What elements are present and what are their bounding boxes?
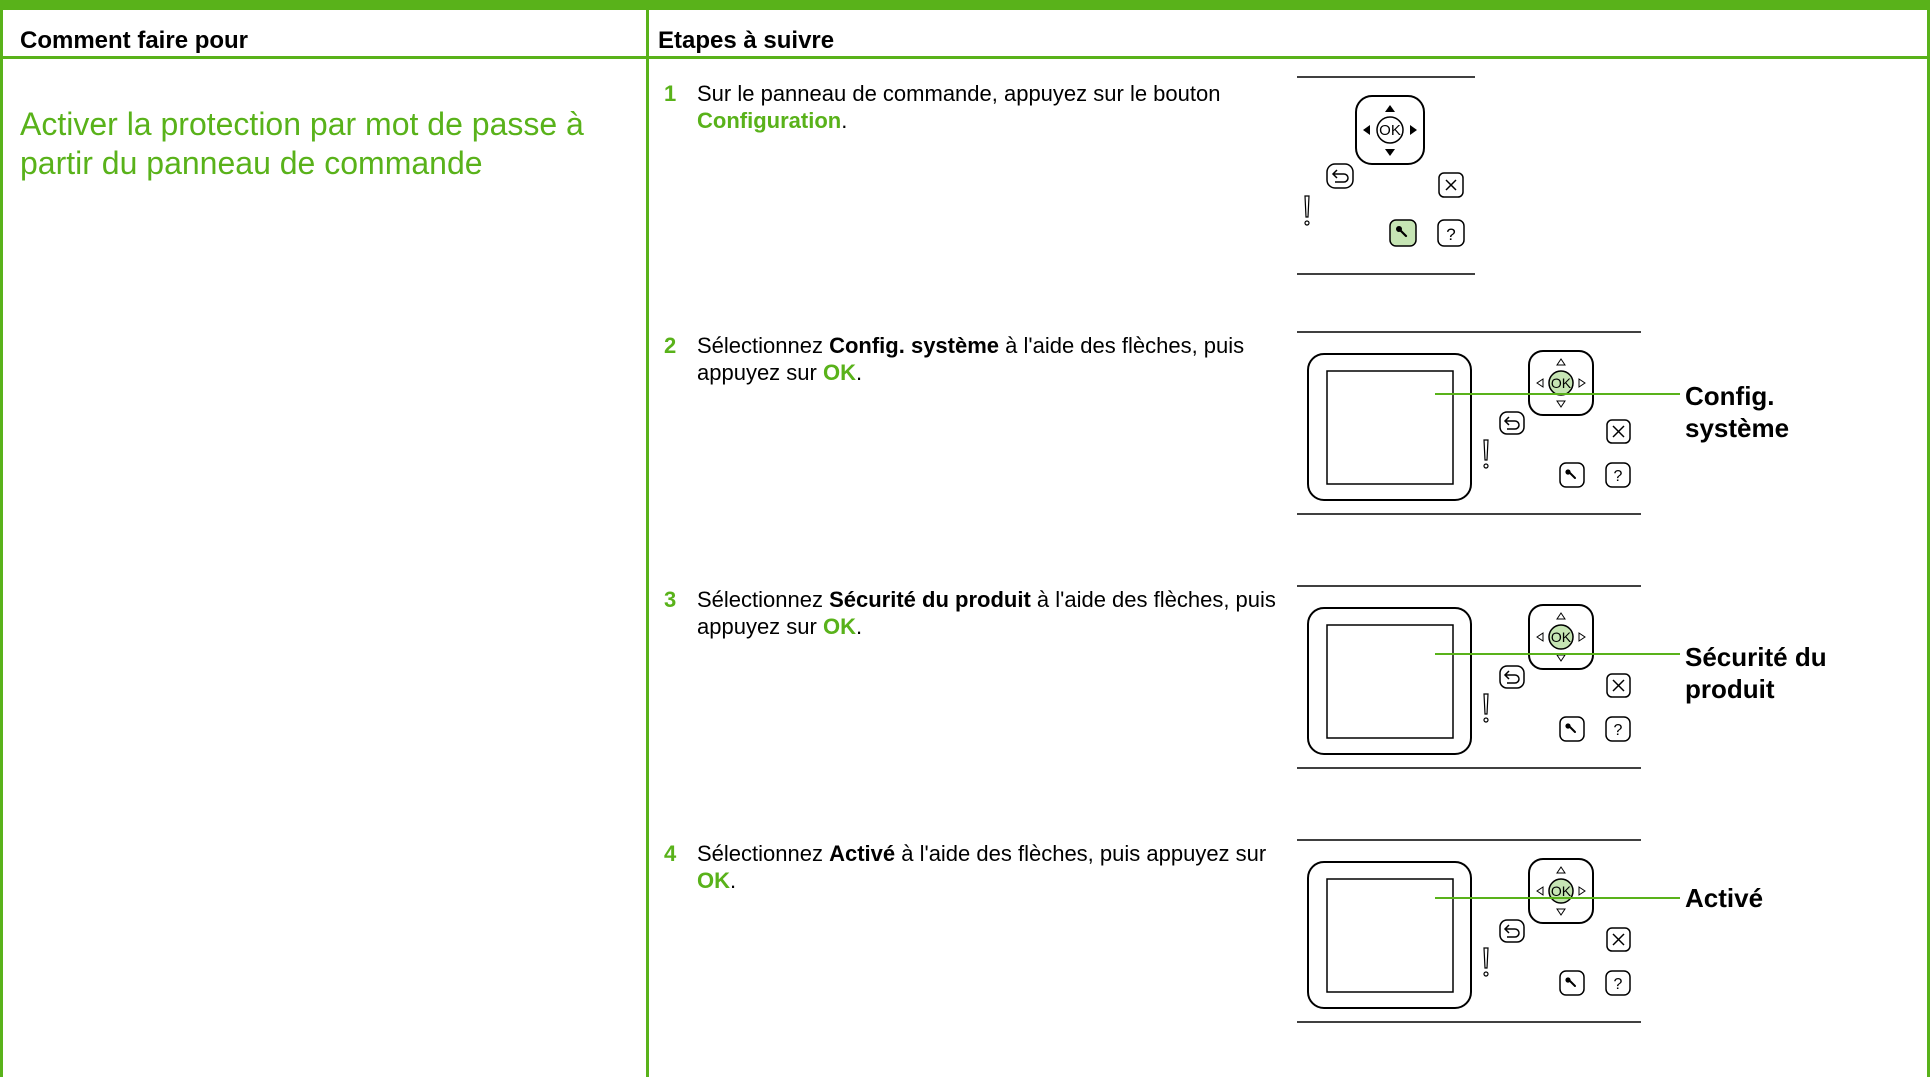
step-number: 2	[664, 333, 677, 358]
step-text: Sur le panneau de commande, appuyez sur …	[697, 81, 1221, 133]
how-to-title: Activer la protection par mot de passe à…	[20, 106, 584, 181]
up-arrow-icon	[1556, 612, 1566, 620]
up-arrow-icon	[1385, 105, 1395, 112]
column-divider	[646, 0, 649, 1077]
table-left-border	[0, 0, 3, 1077]
help-button-icon: ?	[1437, 219, 1465, 247]
left-arrow-icon	[1536, 886, 1544, 896]
navigation-pad: OK	[1528, 604, 1594, 670]
step-text: Sélectionnez Activé à l'aide des flèches…	[697, 841, 1267, 893]
attention-icon	[1304, 195, 1310, 226]
display-screen	[1307, 353, 1472, 501]
ok-button-label: OK	[1551, 629, 1572, 645]
ok-button-label: OK	[1379, 122, 1401, 139]
left-arrow-icon	[1536, 632, 1544, 642]
callout-config-systeme: Config. système	[1685, 381, 1790, 443]
down-arrow-icon	[1385, 149, 1395, 156]
left-arrow-icon	[1536, 378, 1544, 388]
back-button-icon	[1499, 411, 1525, 435]
step-number: 3	[664, 587, 677, 612]
step-text: Sélectionnez Sécurité du produit à l'aid…	[697, 587, 1276, 639]
control-panel-illustration-4: OK ?	[1297, 839, 1680, 1023]
left-arrow-icon	[1363, 125, 1370, 135]
control-panel-illustration-1: OK ?	[1297, 76, 1475, 275]
down-arrow-icon	[1556, 400, 1566, 408]
callout-active: Activé	[1685, 883, 1764, 913]
cancel-button-icon	[1606, 927, 1631, 952]
control-panel-illustration-3: OK ?	[1297, 585, 1680, 769]
setup-wrench-icon	[1389, 219, 1417, 247]
setup-wrench-icon	[1559, 716, 1585, 742]
header-row-divider	[0, 56, 1930, 59]
svg-text:?: ?	[1614, 976, 1623, 993]
back-button-icon	[1499, 665, 1525, 689]
cancel-button-icon	[1606, 419, 1631, 444]
right-arrow-icon	[1410, 125, 1417, 135]
svg-text:?: ?	[1614, 722, 1623, 739]
help-button-icon: ?	[1605, 970, 1631, 996]
cancel-button-icon	[1438, 172, 1464, 198]
down-arrow-icon	[1556, 908, 1566, 916]
control-panel-illustration-2: OK ?	[1297, 331, 1680, 515]
cancel-button-icon	[1606, 673, 1631, 698]
display-screen	[1307, 607, 1472, 755]
attention-icon	[1483, 439, 1489, 469]
attention-icon	[1483, 693, 1489, 723]
configuration-keyword: Configuration	[697, 108, 842, 133]
svg-text:?: ?	[1446, 225, 1455, 244]
attention-icon	[1483, 947, 1489, 977]
help-button-icon: ?	[1605, 462, 1631, 488]
svg-text:?: ?	[1614, 468, 1623, 485]
column-header-steps: Etapes à suivre	[658, 27, 835, 54]
step-number: 1	[664, 81, 677, 106]
navigation-pad: OK	[1355, 95, 1425, 165]
setup-wrench-icon	[1559, 970, 1585, 996]
up-arrow-icon	[1556, 866, 1566, 874]
navigation-pad: OK	[1528, 858, 1594, 924]
table-top-border	[0, 0, 1930, 10]
back-button-icon	[1499, 919, 1525, 943]
up-arrow-icon	[1556, 358, 1566, 366]
callout-securite-du-produit: Sécurité du produit	[1685, 642, 1827, 704]
ok-button-label: OK	[1551, 375, 1572, 391]
back-button-icon	[1326, 163, 1354, 189]
table-right-border	[1927, 0, 1930, 1077]
help-button-icon: ?	[1605, 716, 1631, 742]
ok-button-label: OK	[1551, 883, 1572, 899]
right-arrow-icon	[1578, 886, 1586, 896]
setup-wrench-icon	[1559, 462, 1585, 488]
right-arrow-icon	[1578, 378, 1586, 388]
step-text: Sélectionnez Config. système à l'aide de…	[697, 333, 1245, 385]
display-screen	[1307, 861, 1472, 1009]
right-arrow-icon	[1578, 632, 1586, 642]
navigation-pad: OK	[1528, 350, 1594, 416]
step-number: 4	[664, 841, 677, 866]
column-header-how-to: Comment faire pour	[20, 27, 249, 54]
